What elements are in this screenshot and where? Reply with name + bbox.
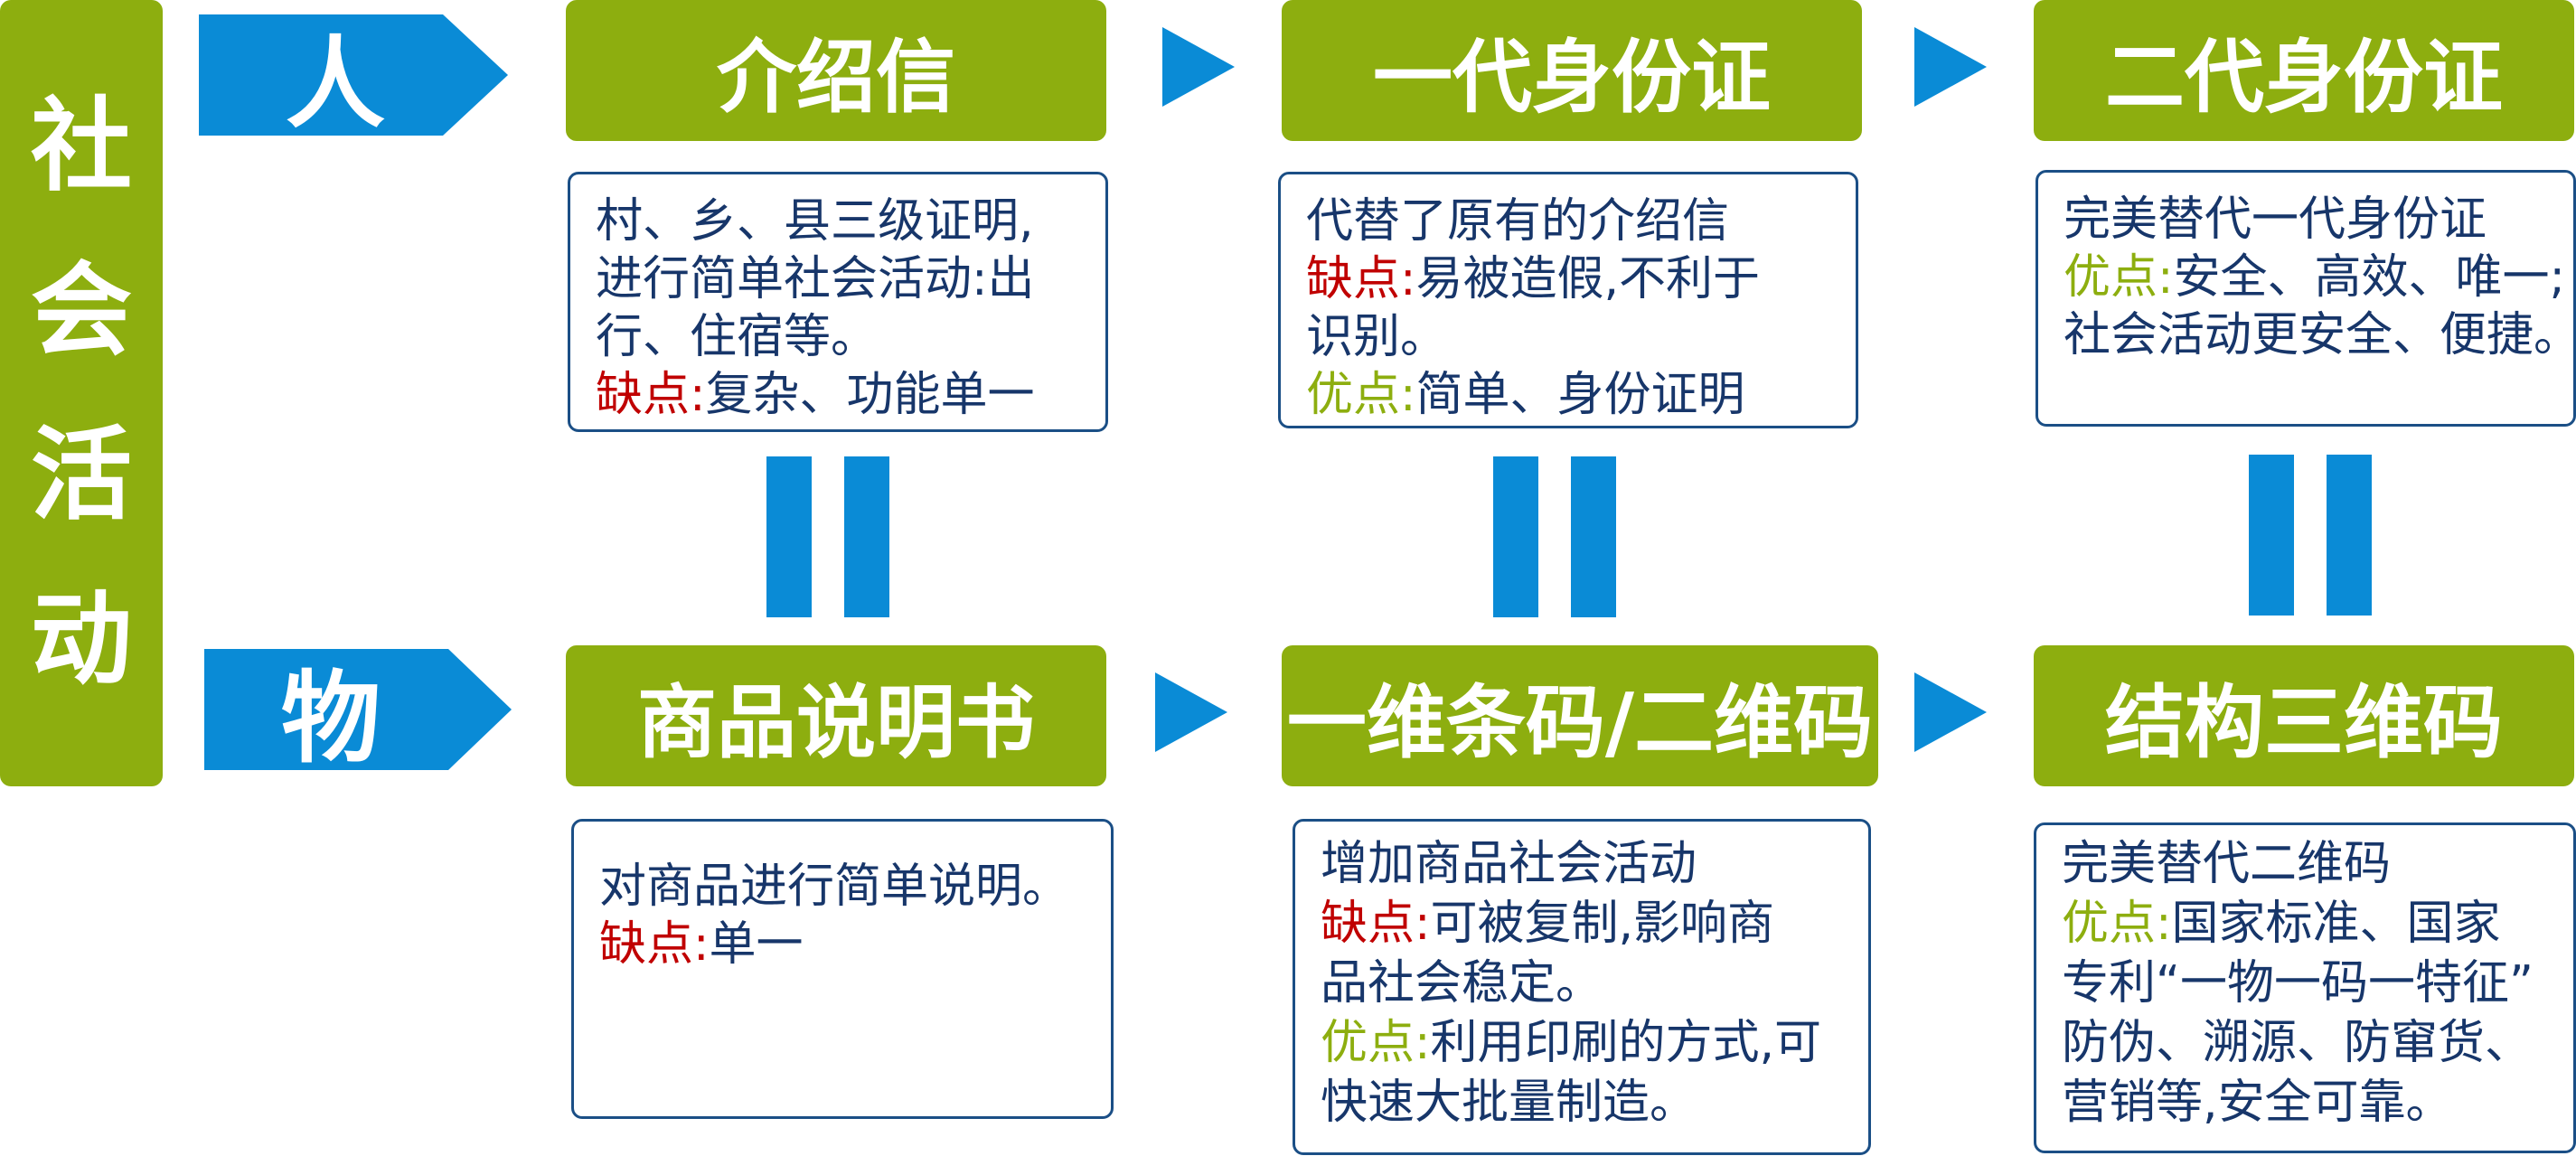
drawback-label: 缺点:	[596, 368, 706, 422]
description-line: 缺点:易被造假,不利于	[1306, 250, 1830, 308]
description-line: 完美替代一代身份证	[2064, 191, 2548, 249]
description-line: 快速大批量制造。	[1321, 1073, 1843, 1133]
description-line: 社会活动更安全、便捷。	[2064, 306, 2576, 364]
description-text: 村、乡、县三级证明,	[596, 194, 1034, 249]
advantage-label: 优点:	[2062, 897, 2172, 951]
drawback-label: 缺点:	[1321, 897, 1431, 951]
description-line: 缺点:复杂、功能单一	[596, 366, 1080, 424]
social-activity-bar: 社 会 活 动	[0, 0, 163, 786]
arrow-right-icon	[1155, 672, 1227, 752]
description-line: 识别。	[1306, 308, 1830, 366]
description-text: 利用印刷的方式,可	[1430, 1016, 1822, 1070]
stage-title: 二代身份证	[2034, 0, 2574, 141]
description-text: 社会活动更安全、便捷。	[2064, 308, 2576, 362]
description-line: 优点:利用印刷的方式,可	[1321, 1013, 1843, 1073]
drawback-label: 缺点:	[1306, 252, 1416, 306]
arrow-right-icon	[1162, 27, 1235, 107]
stage-description: 增加商品社会活动缺点:可被复制,影响商品社会稳定。优点:利用印刷的方式,可快速大…	[1293, 819, 1871, 1155]
description-text: 进行简单社会活动:出	[596, 252, 1035, 306]
sidebar-char: 活	[31, 417, 132, 534]
description-line: 缺点:可被复制,影响商	[1321, 894, 1843, 954]
equal-bar	[766, 456, 812, 617]
sidebar-char: 会	[31, 252, 132, 370]
description-line: 优点:国家标准、国家	[2062, 894, 2548, 954]
stage-title: 一维条码/二维码	[1282, 645, 1878, 786]
row-label-text: 人	[286, 26, 385, 142]
stage-title: 结构三维码	[2034, 645, 2574, 786]
drawback-label: 缺点:	[599, 917, 710, 972]
arrow-shape-icon	[199, 14, 508, 136]
description-line: 村、乡、县三级证明,	[596, 193, 1080, 250]
description-text: 识别。	[1306, 310, 1448, 364]
advantage-label: 优点:	[1306, 368, 1416, 422]
description-line: 增加商品社会活动	[1321, 834, 1843, 894]
description-text: 专利“一物一码一特征”	[2062, 956, 2534, 1010]
arrow-right-icon	[1914, 27, 1987, 107]
description-text: 复杂、功能单一	[705, 368, 1035, 422]
description-line: 防伪、溯源、防窜货、	[2062, 1013, 2548, 1073]
stage-description: 村、乡、县三级证明,进行简单社会活动:出行、住宿等。缺点:复杂、功能单一	[568, 172, 1108, 432]
description-line: 对商品进行简单说明。	[599, 858, 1086, 916]
description-text: 安全、高效、唯一;	[2173, 250, 2566, 305]
description-line: 行、住宿等。	[596, 308, 1080, 366]
description-text: 国家标准、国家	[2171, 897, 2501, 951]
arrow-shape-icon	[204, 649, 512, 770]
description-text: 增加商品社会活动	[1321, 837, 1697, 891]
description-line: 缺点:单一	[599, 916, 1086, 973]
description-text: 简单、身份证明	[1415, 368, 1745, 422]
sidebar-char: 社	[31, 88, 132, 205]
description-text: 行、住宿等。	[596, 310, 879, 364]
stage-description: 完美替代二维码优点:国家标准、国家专利“一物一码一特征” 防伪、溯源、防窜货、营销…	[2034, 822, 2576, 1153]
description-text: 品社会稳定。	[1321, 956, 1603, 1010]
description-text: 代替了原有的介绍信	[1306, 194, 1730, 249]
description-line: 优点:安全、高效、唯一;	[2064, 249, 2565, 306]
description-text: 单一	[709, 917, 804, 972]
advantage-label: 优点:	[1321, 1016, 1431, 1070]
description-text: 完美替代一代身份证	[2064, 193, 2487, 247]
description-line: 进行简单社会活动:出	[596, 250, 1080, 308]
description-text: 完美替代二维码	[2062, 837, 2392, 891]
stage-title: 商品说明书	[566, 645, 1106, 786]
description-line: 优点:简单、身份证明	[1306, 366, 1830, 424]
arrow-right-icon	[1914, 672, 1987, 752]
row-label-text: 物	[281, 661, 381, 776]
description-line: 品社会稳定。	[1321, 954, 1843, 1013]
stage-title: 介绍信	[566, 0, 1106, 141]
equal-bar	[1493, 456, 1538, 617]
equal-bar	[844, 456, 889, 617]
advantage-label: 优点:	[2064, 250, 2174, 305]
description-line: 专利“一物一码一特征”	[2062, 954, 2548, 1013]
description-text: 营销等,安全可靠。	[2062, 1076, 2453, 1130]
sidebar-char: 动	[31, 581, 132, 699]
stage-description: 对商品进行简单说明。缺点:单一	[571, 819, 1114, 1119]
description-line: 营销等,安全可靠。	[2062, 1073, 2548, 1133]
description-text: 易被造假,不利于	[1415, 252, 1761, 306]
description-text: 快速大批量制造。	[1321, 1076, 1697, 1130]
stage-description: 代替了原有的介绍信缺点:易被造假,不利于识别。优点:简单、身份证明	[1278, 172, 1858, 428]
description-text: 可被复制,影响商	[1430, 897, 1775, 951]
row-label-person: 人	[199, 14, 508, 142]
equal-bar	[2249, 455, 2294, 616]
description-text: 对商品进行简单说明。	[599, 860, 1070, 914]
description-line: 完美替代二维码	[2062, 834, 2548, 894]
stage-description: 完美替代一代身份证优点:安全、高效、唯一;社会活动更安全、便捷。	[2035, 170, 2576, 427]
equal-bar	[2327, 455, 2372, 616]
description-text: 防伪、溯源、防窜货、	[2062, 1016, 2533, 1070]
row-label-thing: 物	[204, 649, 512, 776]
equal-bar	[1571, 456, 1616, 617]
stage-title: 一代身份证	[1282, 0, 1862, 141]
description-line: 代替了原有的介绍信	[1306, 193, 1830, 250]
